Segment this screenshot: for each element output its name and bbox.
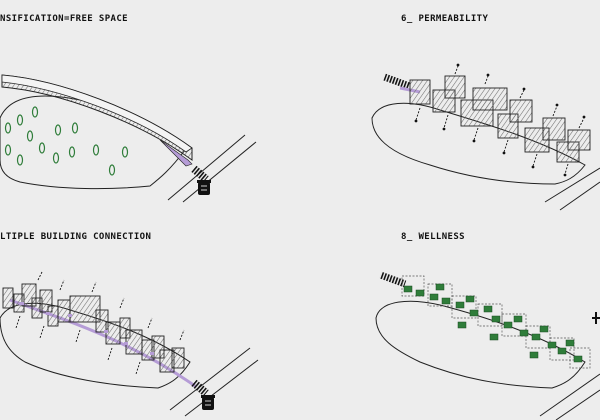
- panel-wellness: [375, 271, 600, 420]
- panel-densification: [0, 74, 257, 203]
- entrance-purple: [159, 139, 193, 167]
- trash-bin-icon: [197, 180, 211, 195]
- arrow-heads: [414, 63, 586, 177]
- site-outline: [375, 300, 586, 389]
- stair-access: [383, 73, 411, 90]
- tree-group: [4, 106, 129, 176]
- panel-permeability: [371, 63, 600, 211]
- plus-icon: [592, 312, 600, 324]
- stair-access: [191, 165, 209, 183]
- trash-bin-icon: [201, 395, 215, 410]
- road: [539, 373, 600, 420]
- panel-title-connection: LTIPLE BUILDING CONNECTION: [0, 232, 152, 242]
- stair-access: [191, 379, 209, 397]
- panel-title-densification: NSIFICATION=FREE SPACE: [0, 14, 129, 24]
- connector-purple: [20, 302, 154, 355]
- tree-icon: [403, 283, 583, 363]
- linear-building: [1, 74, 193, 161]
- panel-title-permeability: 6_ PERMEABILITY: [401, 14, 489, 24]
- panel-connection: [0, 271, 259, 417]
- road: [544, 167, 600, 211]
- site-outline: [0, 95, 186, 190]
- linear-building-roof: [1, 74, 193, 153]
- road: [169, 347, 259, 417]
- building-blocks: [2, 283, 185, 373]
- road: [167, 134, 257, 203]
- building-blocks: [409, 75, 591, 163]
- stair-access: [379, 271, 407, 288]
- connection-arrow-icon: [15, 271, 185, 375]
- panel-title-wellness: 8_ WELLNESS: [401, 232, 466, 242]
- connection-arrow-icon: [415, 65, 585, 175]
